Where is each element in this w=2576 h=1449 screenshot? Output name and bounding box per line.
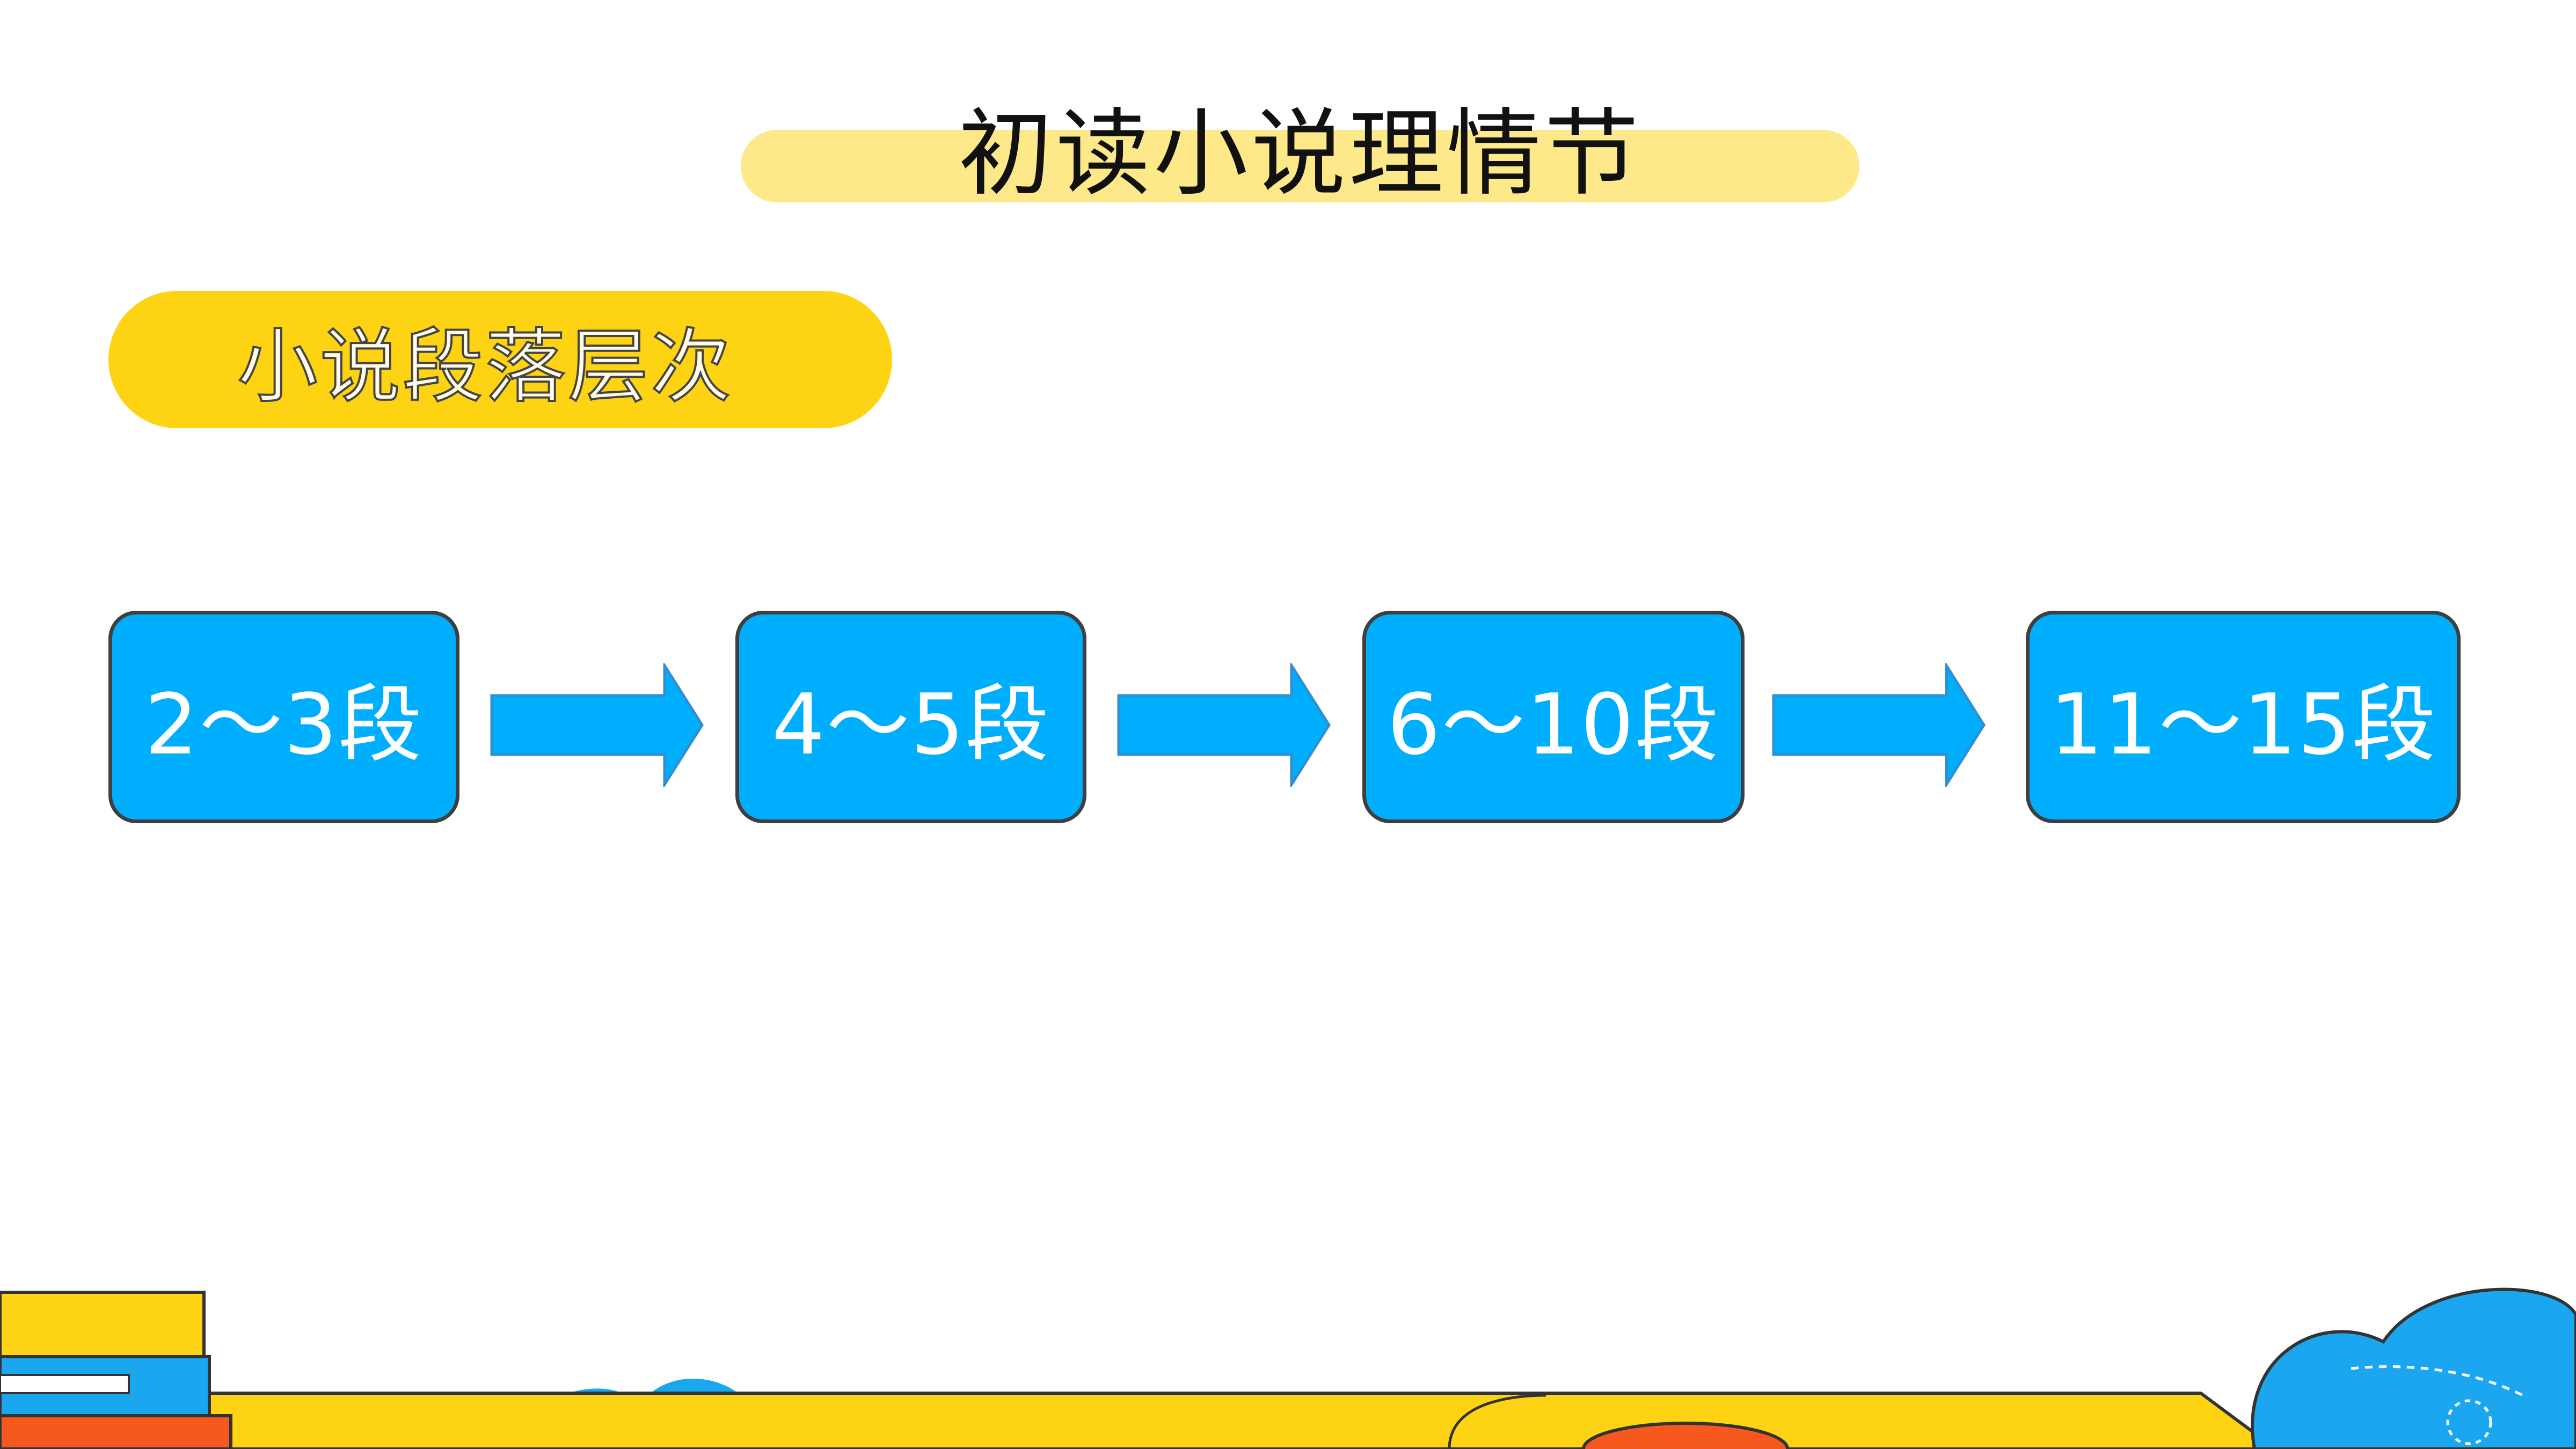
page-title: 初读小说理情节 [958,98,1642,209]
section-heading: 小说段落层次 [236,319,734,415]
flow-step-label: 2～3段 [144,676,424,773]
cloud-swirl [2446,1399,2492,1445]
title-highlight-bar [741,130,1859,202]
book-illustration [0,1414,232,1449]
bowl-illustration [1582,1422,1789,1449]
book-illustration [0,1291,206,1358]
flow-step-4: 11～15段 [2026,611,2461,823]
arrow-right-icon [1772,663,1986,787]
flow-step-2: 4～5段 [735,611,1086,823]
flow-step-label: 6～10段 [1387,676,1720,773]
section-pill: 小说段落层次 [108,291,892,428]
desk-curve-line [1448,1394,1546,1449]
cloud-dashes [2351,1365,2524,1397]
arrow-right-icon [490,663,704,787]
cloud-right-illustration [2251,1287,2576,1449]
bottom-decoration [0,1287,2576,1449]
flow-step-label: 11～15段 [2049,676,2437,773]
book-pages [0,1374,130,1394]
arrow-right-icon [1117,663,1331,787]
desk-illustration [148,1392,2279,1449]
flow-step-label: 4～5段 [771,676,1050,773]
flow-step-3: 6～10段 [1362,611,1745,823]
flow-step-1: 2～3段 [108,611,459,823]
